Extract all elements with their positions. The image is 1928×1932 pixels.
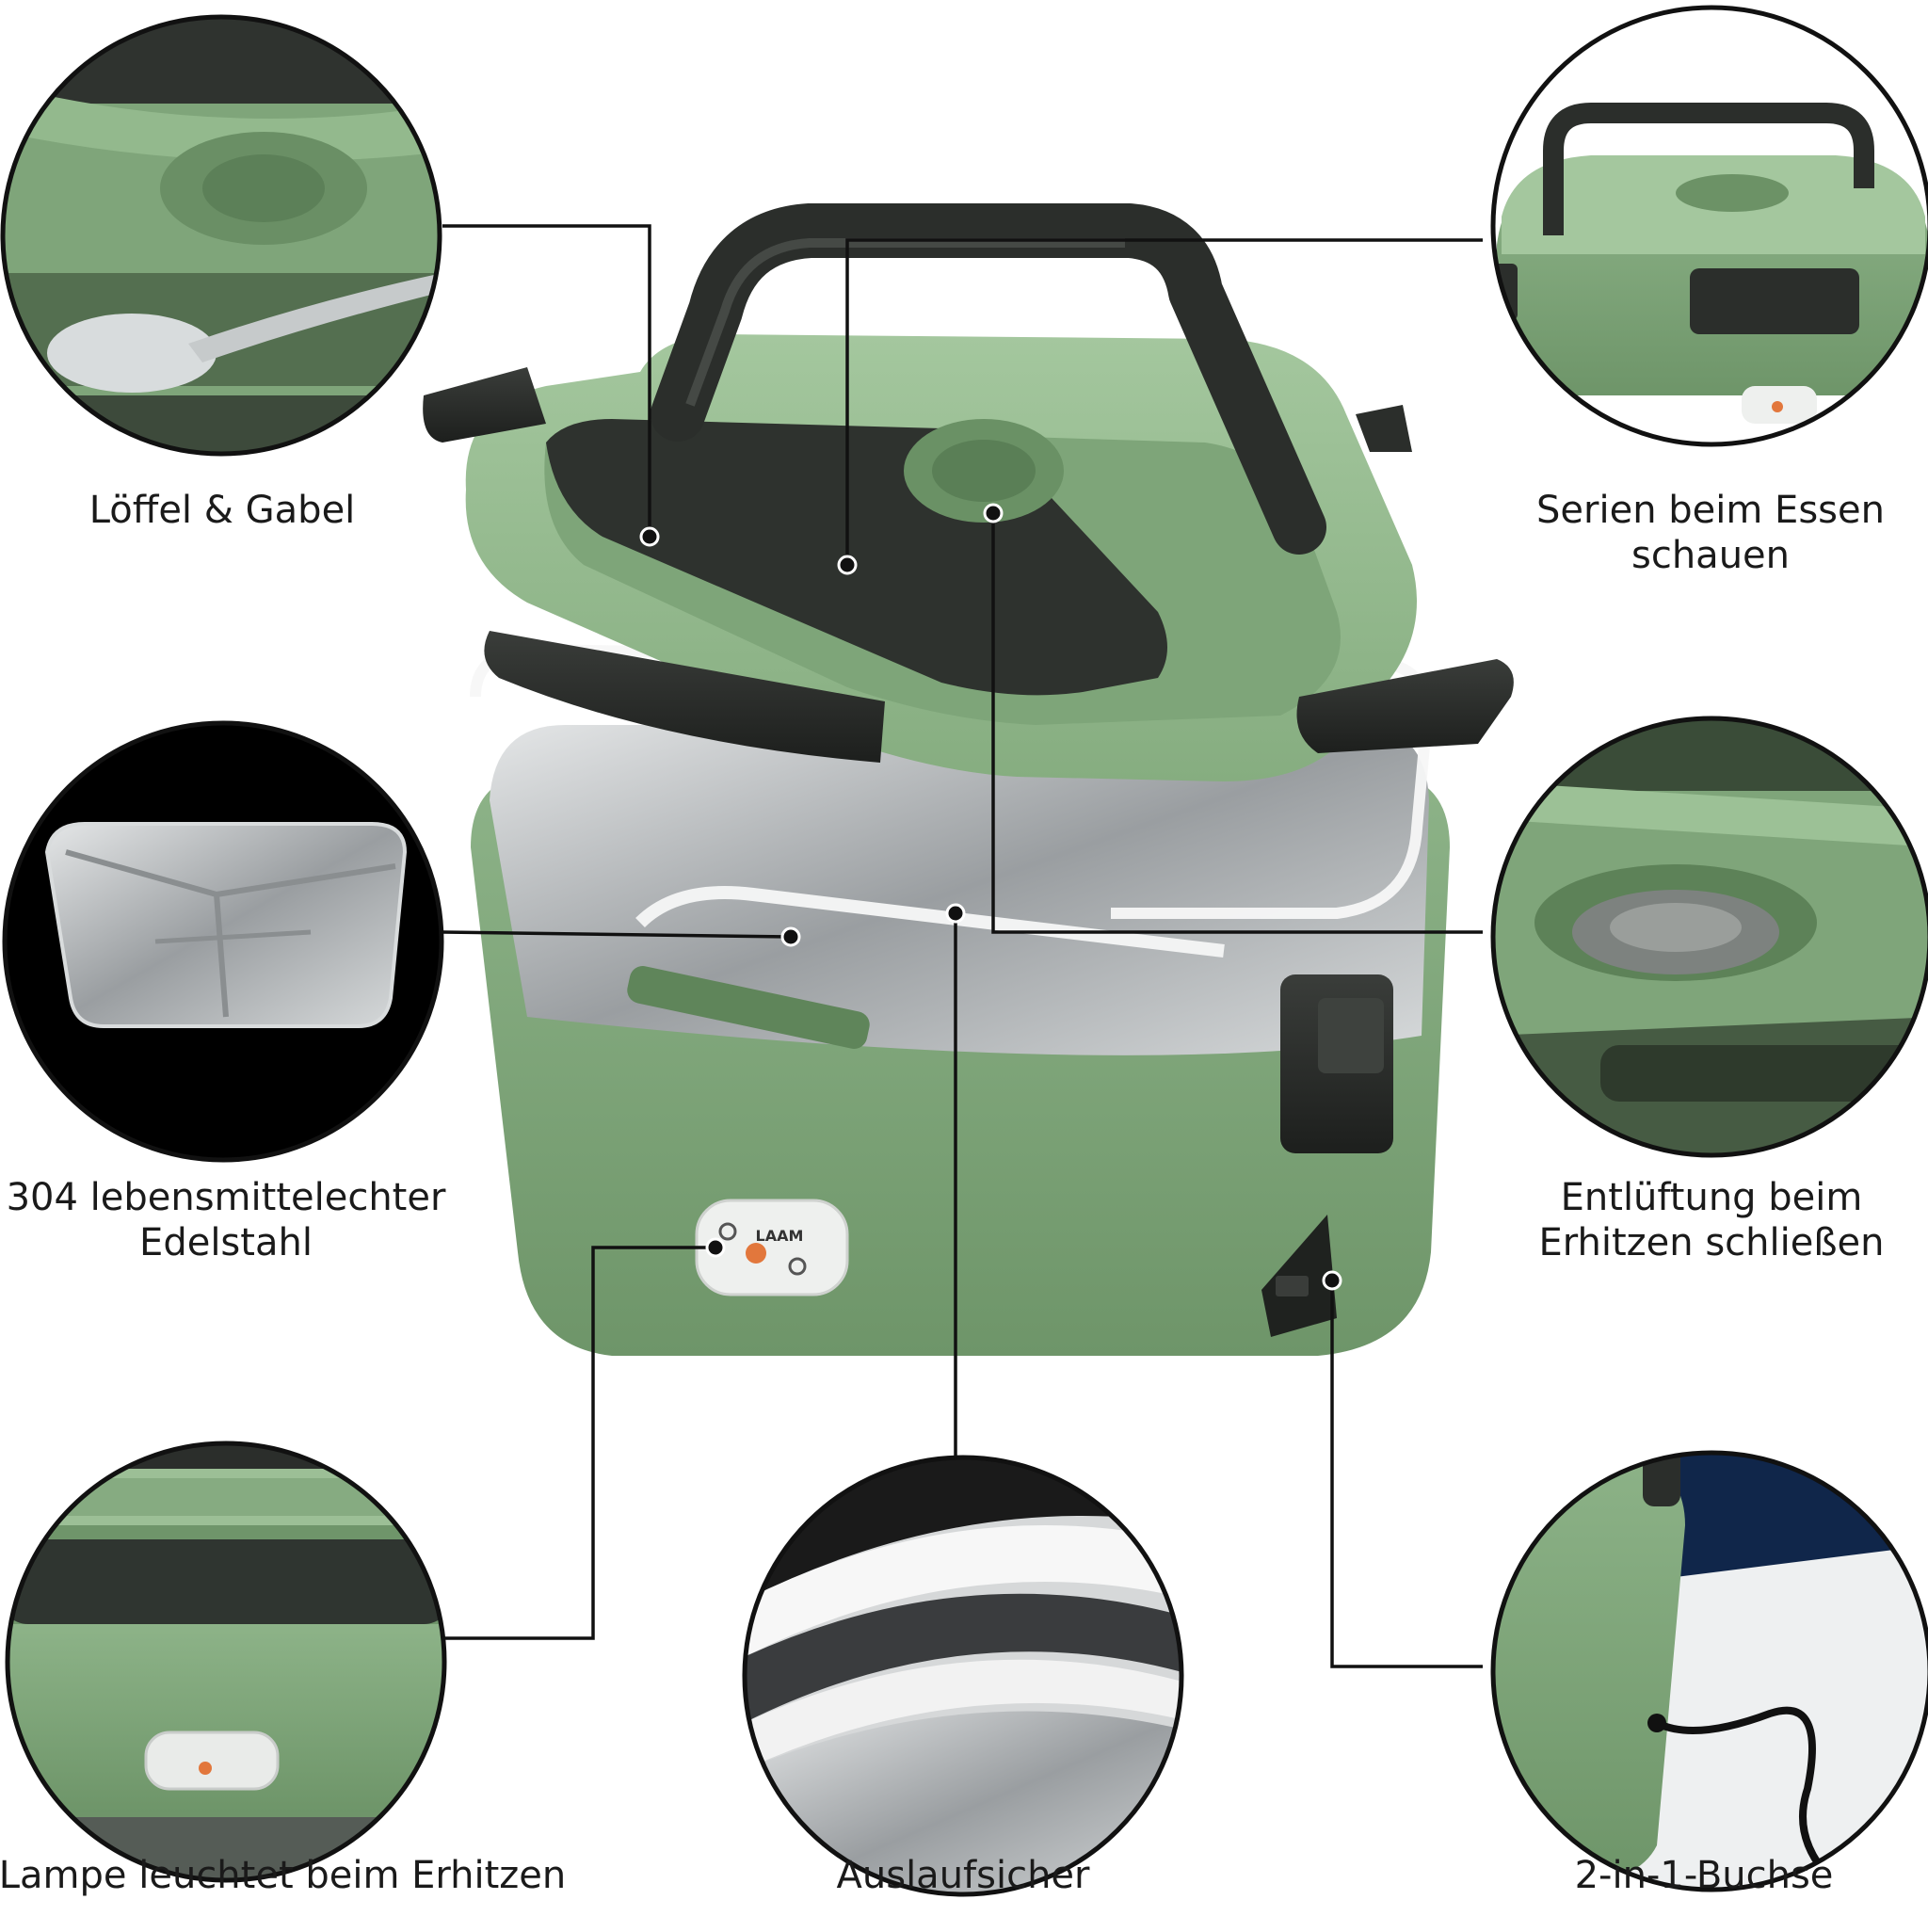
spoon-icon [47,314,217,393]
label-spoon-fork: Löffel & Gabel [88,489,356,532]
callout-lines [442,224,1483,1668]
detail-circle-spoon-fork [0,14,442,457]
label-lamp: Lampe leuchtet beim Erhitzen [0,1854,567,1897]
label-watch-series: Serien beim Essen schauen [1536,488,1885,578]
callout-dots [639,503,1342,1291]
detail-circle-lamp [5,1441,447,1883]
label-steel: 304 lebensmittelechter Edelstahl [7,1175,446,1265]
label-leakproof: Auslaufsicher [836,1854,1090,1897]
label-vent-line2: Erhitzen schließen [1538,1221,1885,1264]
label-vent-line1: Entlüftung beim [1560,1176,1863,1219]
detail-circle-socket [1490,1450,1928,1892]
label-watch-series-line1: Serien beim Essen [1536,489,1885,532]
label-watch-series-line2: schauen [1631,534,1791,577]
detail-circle-steel-insert [2,720,444,1163]
lunch-box-illustration: LAAM [423,203,1514,1356]
detail-circle-vent [1490,716,1928,1158]
plug-icon [1647,1714,1666,1732]
label-vent: Entlüftung beim Erhitzen schließen [1538,1175,1884,1265]
lamp-indicator-icon [199,1762,212,1775]
label-steel-line1: 304 lebensmittelechter [6,1176,446,1219]
detail-circle-leakproof [742,1455,1184,1897]
label-socket: 2-in-1-Buchse [1574,1854,1834,1897]
label-steel-line2: Edelstahl [139,1221,313,1264]
heating-lamp-icon [746,1243,766,1264]
detail-circle-watch-series [1490,5,1928,447]
panel-brand-text: LAAM [756,1227,804,1245]
